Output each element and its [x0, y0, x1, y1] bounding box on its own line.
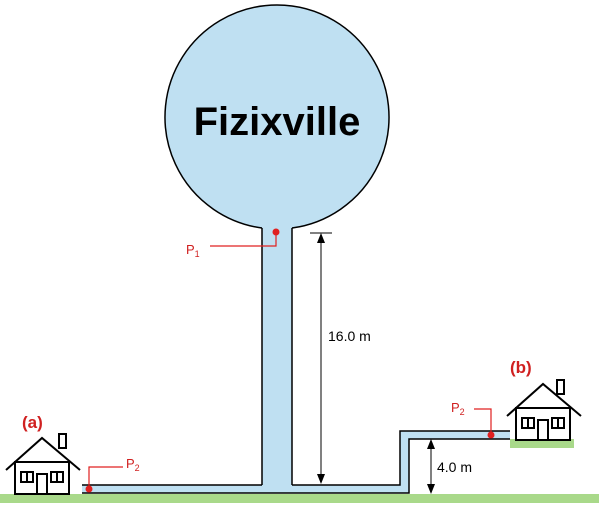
p1-label: P1: [186, 242, 200, 259]
tower-height-dimension: [310, 232, 332, 478]
pipe-bottom: [82, 438, 510, 494]
ground-main: [0, 494, 599, 503]
p1-leader-line: [210, 232, 277, 247]
p2b-label: P2: [451, 400, 465, 417]
dimension-arrow-down-icon: [427, 484, 435, 494]
house-a-label: (a): [22, 413, 43, 432]
house-b-icon: [506, 379, 582, 441]
water-outline: [82, 4, 510, 494]
p2b-leader-line: [474, 408, 492, 435]
tower-height-label: 16.0 m: [328, 328, 371, 344]
tower-name: Fizixville: [194, 100, 361, 144]
p2a-leader-line: [88, 466, 123, 489]
house-a-icon: [5, 433, 81, 495]
p1-marker-icon: [272, 228, 280, 236]
house-b-elevation-label: 4.0 m: [437, 459, 472, 475]
ground-raised: [510, 439, 574, 448]
dimension-arrow-up-icon: [317, 233, 325, 243]
p2b-marker-icon: [487, 431, 495, 439]
dimension-arrow-down-icon: [317, 474, 325, 484]
tank-outline: [164, 4, 390, 229]
p2a-marker-icon: [85, 485, 93, 493]
p2a-label: P2: [126, 456, 140, 473]
house-b-label: (b): [510, 358, 532, 377]
water-fill: [82, 5, 510, 493]
dimension-arrow-up-icon: [427, 439, 435, 449]
pipe-top-right: [292, 430, 510, 486]
